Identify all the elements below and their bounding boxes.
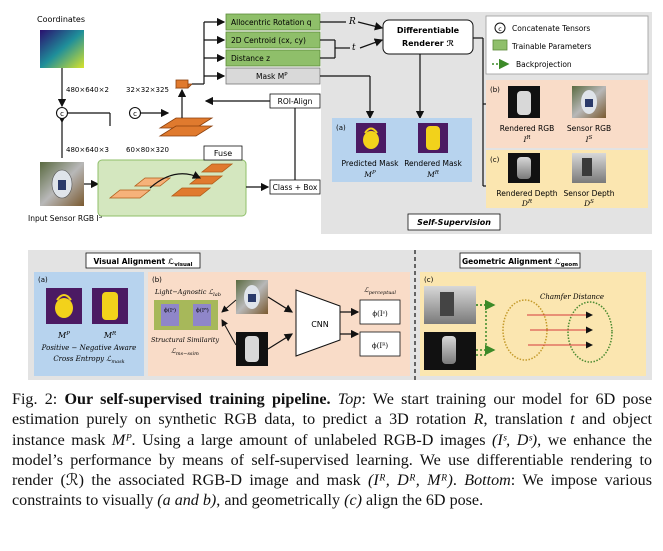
caption-text3: and object instance mask xyxy=(12,411,652,449)
lab-phi-ir: ϕ(Iᴿ) xyxy=(196,307,209,314)
panel-c-sens-sym: DS xyxy=(583,199,594,208)
phi-is-label: ϕ(Iˢ) xyxy=(372,310,388,318)
phi-ir-label: ϕ(Iᴿ) xyxy=(372,342,389,350)
renderer-line2: Renderer ℛ xyxy=(402,39,455,48)
t-label: t xyxy=(352,43,356,53)
bottom-c-tag: (c) xyxy=(424,276,434,284)
legend-backprojection: Backprojection xyxy=(516,60,572,69)
caption-text7: : We impose various constraints to visua… xyxy=(12,472,652,510)
caption-MP: Mᴾ xyxy=(111,431,132,449)
legend-trainable: Trainable Parameters xyxy=(511,42,591,51)
panel-a xyxy=(332,118,472,182)
panel-b-sens-label: Sensor RGB xyxy=(567,124,611,133)
dim-mid: 32×32×325 xyxy=(126,86,169,94)
panel-b-rend-label: Rendered RGB xyxy=(500,124,554,133)
perceptual-label: ℒperceptual xyxy=(364,286,396,296)
ssim-line2: ℒms−ssim xyxy=(171,347,199,357)
panel-b-sens-sym: IS xyxy=(585,135,593,144)
fuse-block-lower xyxy=(158,125,214,137)
caption-ab: (a and b) xyxy=(157,492,217,510)
phi-is-box xyxy=(359,299,401,325)
panel-a-pred-sym: MP xyxy=(363,170,376,179)
panel-c-rend-sym: DR xyxy=(521,199,532,208)
panel-a-rend-label: Rendered Mask xyxy=(404,159,462,168)
caption-title: Our self-supervised training pipeline. xyxy=(64,391,331,408)
renderer-box xyxy=(382,19,474,55)
caption-fig-label: Fig. 2: xyxy=(12,391,58,408)
bottom-a-text1: Positive − Negative Aware xyxy=(41,344,137,352)
caption-text4: . Using a large amount of unlabeled RGB-… xyxy=(131,431,493,449)
dim-fuse-in: 60×80×320 xyxy=(126,146,169,154)
head-rotation-label: Allocentric Rotation q xyxy=(231,18,312,27)
phi-ir-box xyxy=(359,331,401,357)
ssim-line1: Structural Similarity xyxy=(151,336,219,344)
roi-align-label: ROI-Align xyxy=(278,97,313,106)
panel-c-tag: (c) xyxy=(490,156,500,164)
geom-title: Geometric Alignment ℒgeom xyxy=(462,257,578,268)
panel-a-tag: (a) xyxy=(336,124,346,132)
panel-c-rend-label: Rendered Depth xyxy=(496,189,557,198)
panel-b-tag: (b) xyxy=(490,86,500,94)
legend-box xyxy=(485,15,649,75)
panel-a-pred-label: Predicted Mask xyxy=(342,159,400,168)
bottom-lab-label: Light−Agnostic ℒlab xyxy=(154,288,221,298)
caption-text5: , we enhance the model’s performance by … xyxy=(12,431,653,490)
caption-c: (c) xyxy=(344,492,362,510)
class-box-label: Class + Box xyxy=(273,183,318,192)
caption-t: t xyxy=(570,411,575,429)
panel-a-rend-sym: MR xyxy=(426,170,439,179)
input-label: Input Sensor RGB IS xyxy=(28,214,103,223)
self-supervision-label: Self-Supervision xyxy=(417,218,491,227)
backbone-box xyxy=(97,159,247,217)
pipeline-figure: Coordinates 480×640×2 480×640×3 32×32×32… xyxy=(28,12,652,380)
caption-bottom-word: Bottom xyxy=(464,472,511,490)
point-cloud-rendered xyxy=(567,301,613,363)
bottom-a-text2: Cross Entropy ℒmask xyxy=(53,355,124,365)
caption-text8: , and geometrically xyxy=(216,492,345,510)
renderer-line1: Differentiable xyxy=(397,26,460,35)
visual-title-box xyxy=(85,252,201,269)
panel-b-rend-sym: IR xyxy=(522,135,530,144)
coordinates-image xyxy=(40,30,84,68)
caption-top-word: Top xyxy=(337,391,362,408)
caption-R: R xyxy=(473,411,484,429)
caption-text6: . xyxy=(452,472,465,490)
panel-c-sens-label: Sensor Depth xyxy=(564,189,615,198)
dim-rgb: 480×640×3 xyxy=(66,146,109,154)
bottom-a-tag: (a) xyxy=(38,276,48,284)
chamfer-label: Chamfer Distance xyxy=(540,293,604,301)
caption-text2: , translation xyxy=(483,411,571,429)
head-centroid-label: 2D Centroid (cx, cy) xyxy=(231,36,306,45)
fuse-label: Fuse xyxy=(214,149,232,158)
caption-text9: align the 6D pose. xyxy=(361,492,484,510)
legend-concat: Concatenate Tensors xyxy=(512,24,590,33)
coordinates-label: Coordinates xyxy=(37,15,85,24)
visual-title: Visual Alignment ℒvisual xyxy=(93,257,192,268)
dim-coords: 480×640×2 xyxy=(66,86,109,94)
self-supervision-box xyxy=(407,213,501,231)
head-mask-label: Mask MP xyxy=(256,72,288,81)
bottom-mp-label: MP xyxy=(57,331,70,340)
head-distance-label: Distance z xyxy=(231,54,270,63)
svg-text:c: c xyxy=(498,25,502,33)
class-box-box xyxy=(269,179,321,195)
svg-text:c: c xyxy=(60,110,64,118)
caption-text1: : We start training our model for 6D pos… xyxy=(12,391,652,429)
lab-phi-is: ϕ(Iˢ) xyxy=(164,307,176,314)
bottom-b-tag: (b) xyxy=(152,276,162,284)
cnn-block xyxy=(295,289,341,357)
geom-title-box xyxy=(459,252,581,269)
concat-circle-left xyxy=(55,106,69,120)
svg-text:c: c xyxy=(133,110,137,118)
concat-circle-right xyxy=(128,106,142,120)
caption-ISDS: (Iˢ, Dˢ) xyxy=(492,431,538,449)
cnn-label: CNN xyxy=(311,320,329,329)
fuse-label-box xyxy=(203,145,243,161)
figure-caption: Fig. 2: Our self-supervised training pip… xyxy=(12,390,652,512)
bottom-mr-label: MR xyxy=(103,331,116,340)
caption-IRDRMR: (Iᴿ, Dᴿ, Mᴿ) xyxy=(368,472,453,490)
R-label: R xyxy=(348,17,356,27)
